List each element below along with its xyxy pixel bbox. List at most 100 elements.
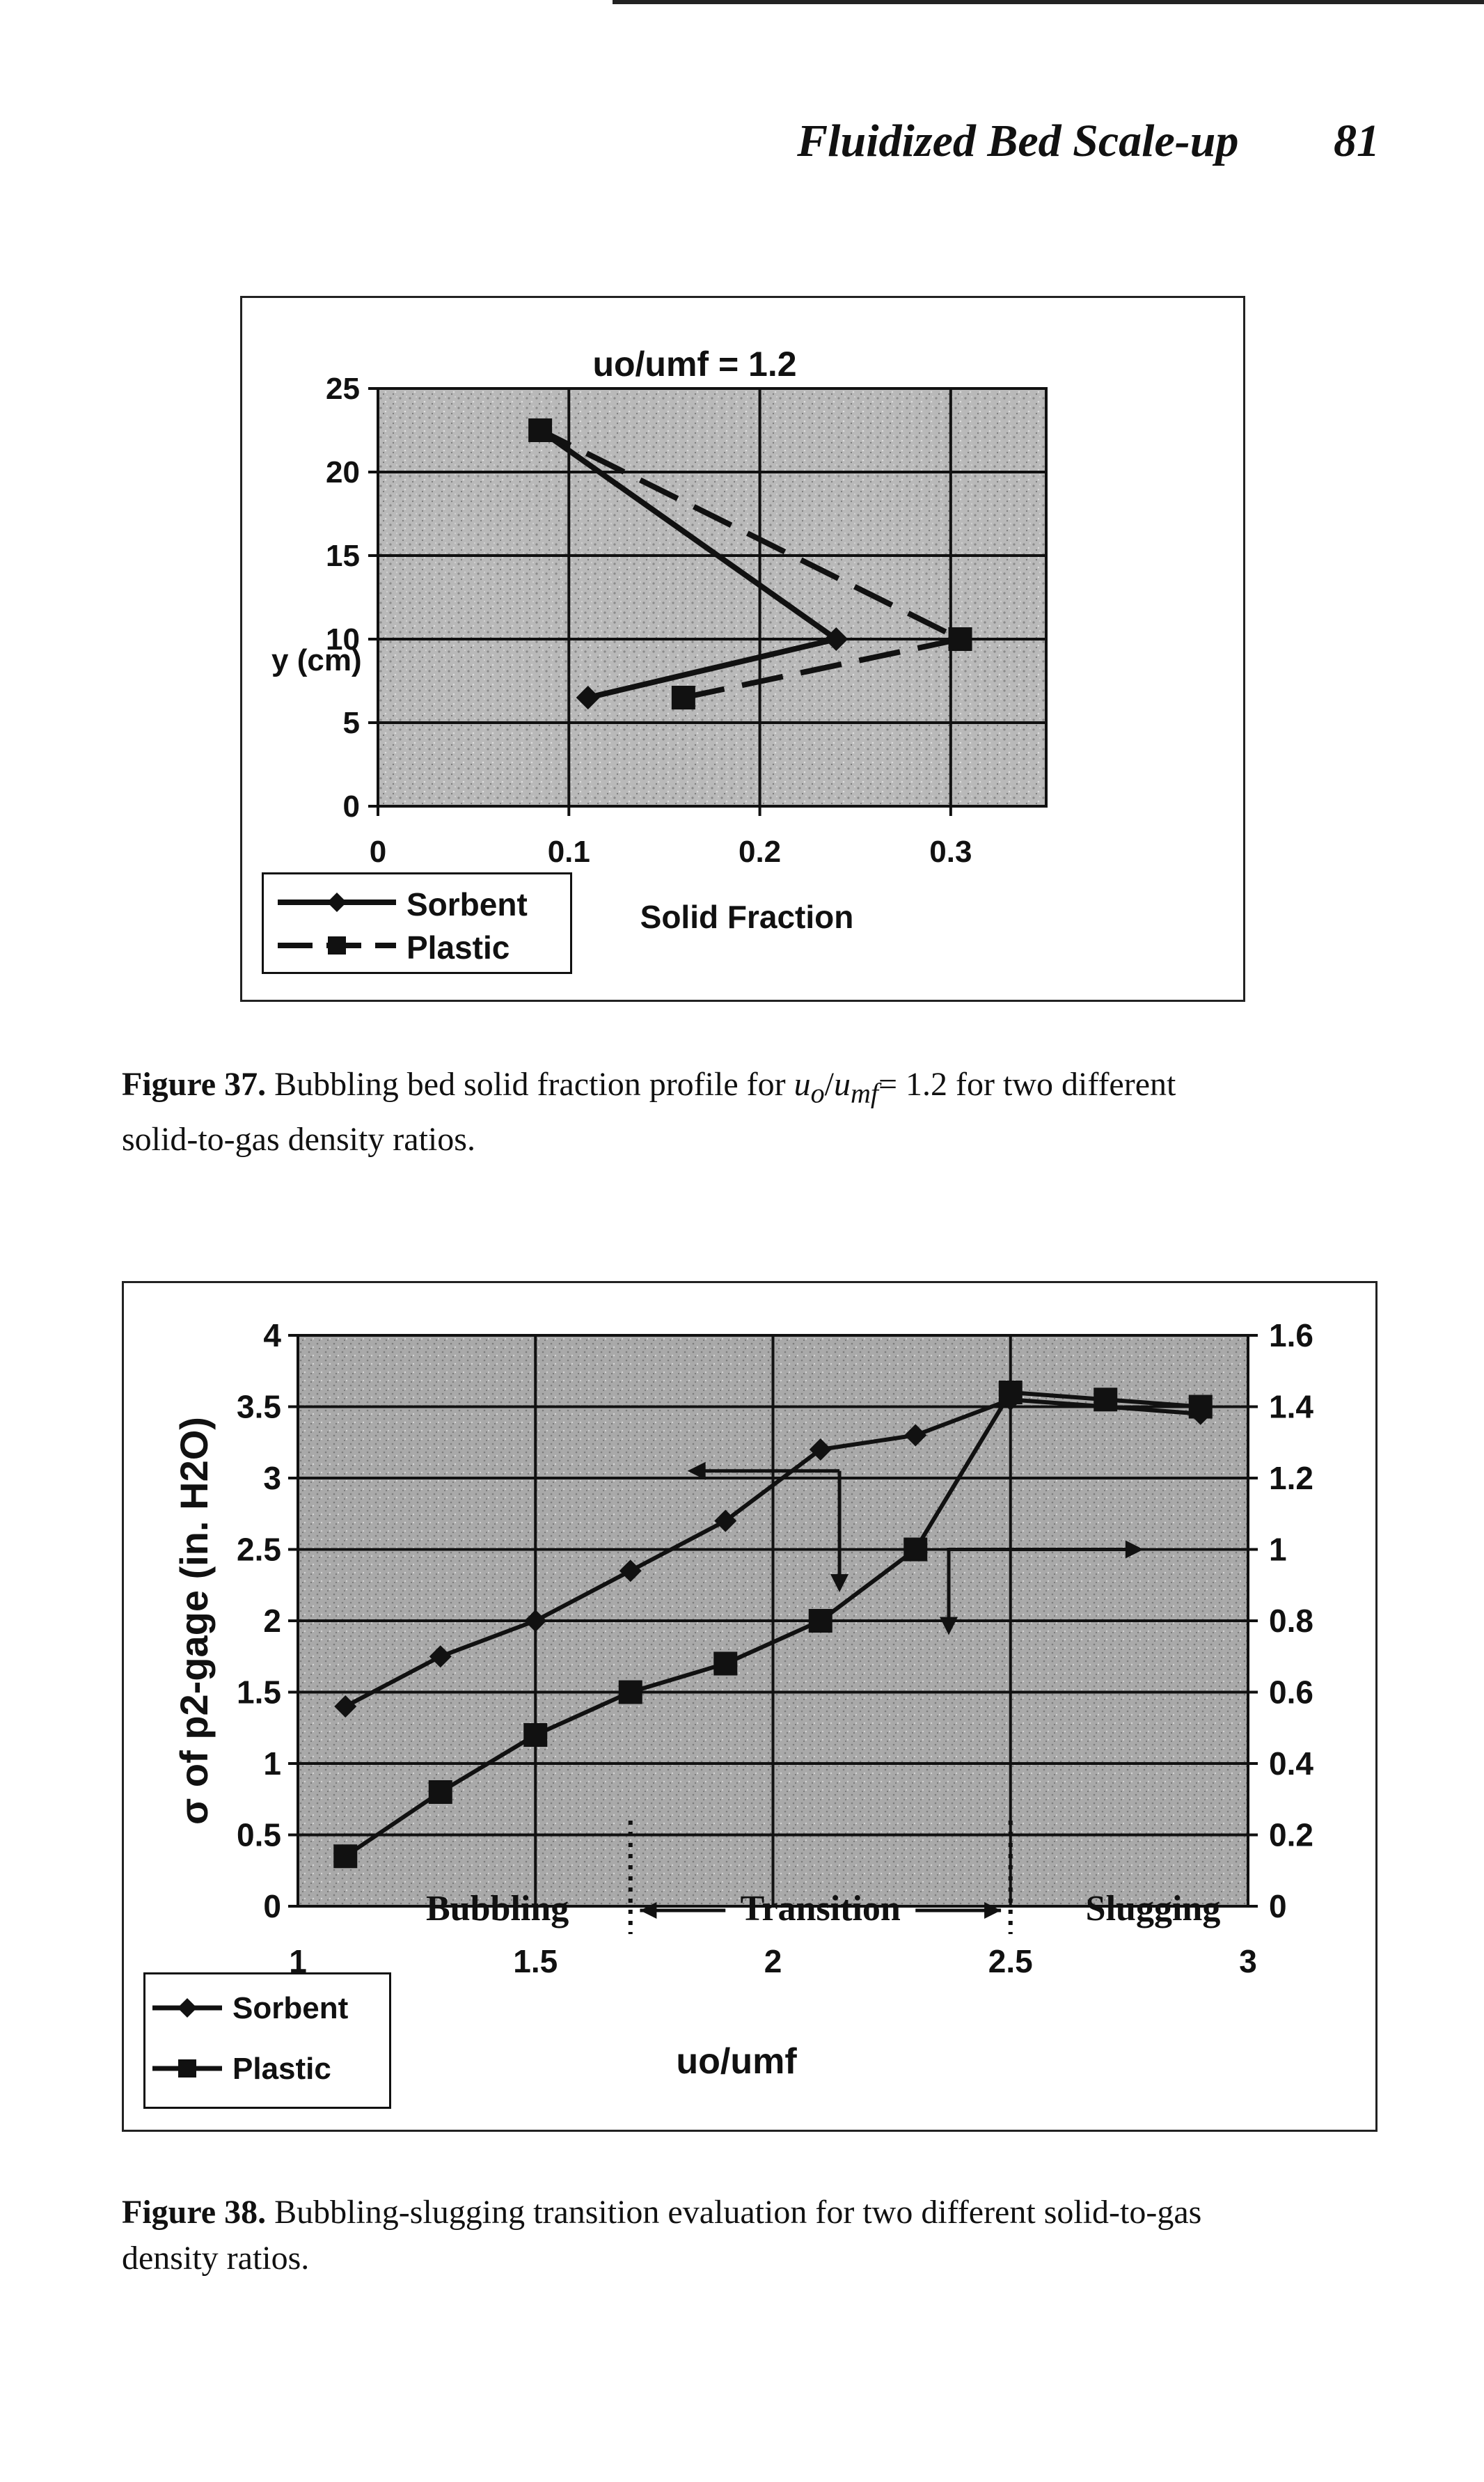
legend-sorbent-label: Sorbent — [232, 1991, 349, 2025]
series-line-plastic — [539, 427, 969, 700]
y2-tick-label: 0.6 — [1269, 1674, 1313, 1711]
y-axis-label: y (cm) — [271, 643, 362, 677]
axis-arrowhead — [1125, 1540, 1144, 1559]
caption-37-part3: solid-to-gas density ratios. — [122, 1120, 475, 1158]
y2-tick-label: 1.6 — [1269, 1317, 1313, 1353]
point-plastic — [428, 1780, 452, 1804]
caption-37-part2: = 1.2 for two different — [878, 1066, 1176, 1103]
x-axis-label: Solid Fraction — [640, 899, 854, 935]
figure-38-chart: Bubbling Transition Slugging 00.511.522.53… — [172, 1317, 1313, 2082]
y-tick-label: 1.5 — [237, 1674, 281, 1711]
point-sorbent — [429, 1645, 452, 1668]
legend: Sorbent Plastic — [262, 872, 572, 974]
y-tick-label: 10 — [326, 622, 360, 657]
regime-arrowhead — [640, 1902, 657, 1919]
axis-arrow-right — [947, 1548, 1130, 1628]
axes — [368, 387, 1048, 816]
figure-37-caption: Figure 37. Bubbling bed solid fraction p… — [122, 1062, 1375, 1163]
point-plastic — [713, 1651, 738, 1676]
x-tick-label: 0.2 — [739, 835, 781, 869]
y-tick-label: 0.5 — [237, 1817, 281, 1853]
axis-text: 00.511.522.533.5400.20.40.60.811.21.41.6… — [172, 1317, 1313, 2082]
regime-label: Transition — [741, 1889, 901, 1929]
legend: Sorbent Plastic — [143, 1972, 391, 2109]
regime-label: Bubbling — [426, 1889, 569, 1929]
point-plastic — [998, 1381, 1023, 1404]
y-tick-label: 2.5 — [237, 1532, 281, 1568]
plot-border — [377, 387, 1048, 808]
regime-label: Slugging — [1086, 1889, 1221, 1929]
point-sorbent — [619, 1560, 642, 1582]
y-tick-label: 5 — [343, 706, 360, 740]
legend-sorbent-swatch — [278, 893, 396, 912]
y2-tick-label: 1.2 — [1269, 1460, 1313, 1496]
y-tick-label: 20 — [326, 455, 360, 489]
caption-37-var-u2: u — [833, 1066, 851, 1103]
y2-tick-label: 0 — [1269, 1888, 1287, 1924]
y2-tick-label: 0.2 — [1269, 1817, 1313, 1853]
legend-plastic-label: Plastic — [406, 929, 510, 966]
y-tick-label: 3.5 — [237, 1389, 281, 1425]
legend-plastic-label: Plastic — [232, 2052, 331, 2086]
running-header: Fluidized Bed Scale-up 81 — [797, 115, 1380, 168]
point-plastic — [671, 686, 695, 709]
point-sorbent — [714, 1509, 737, 1532]
y-tick-label: 0 — [263, 1888, 281, 1924]
point-sorbent — [904, 1424, 927, 1447]
point-sorbent — [809, 1438, 832, 1461]
caption-38-part2: density ratios. — [122, 2240, 310, 2277]
legend-plastic-swatch — [152, 2059, 222, 2078]
regime-arrowhead — [984, 1902, 1002, 1919]
point-sorbent — [334, 1695, 357, 1718]
x-tick-label: 0.1 — [548, 835, 590, 869]
series-line-plastic — [344, 1390, 1201, 1858]
legend-sorbent-label: Sorbent — [406, 886, 528, 922]
chart-title: uo/umf = 1.2 — [592, 345, 796, 384]
axis-arrowhead — [830, 1574, 849, 1592]
y-tick-label: 25 — [326, 372, 360, 406]
point-plastic — [1094, 1388, 1118, 1412]
axes — [288, 1334, 1258, 1908]
caption-38-part1: Bubbling-slugging transition evaluation … — [266, 2194, 1202, 2231]
x-tick-label: 0.3 — [929, 835, 972, 869]
y-axis-label: σ of p2-gage (in. H2O) — [172, 1417, 216, 1825]
y2-tick-label: 1.4 — [1269, 1389, 1313, 1425]
figure-37-label: Figure 37. — [122, 1066, 267, 1103]
point-plastic — [903, 1537, 928, 1562]
point-sorbent — [524, 1610, 547, 1632]
header-title: Fluidized Bed Scale-up — [797, 116, 1239, 166]
page-number: 81 — [1334, 116, 1380, 166]
y-tick-label: 3 — [263, 1460, 281, 1496]
point-plastic — [333, 1844, 358, 1869]
caption-37-var-u: u — [794, 1066, 811, 1103]
series-group — [528, 418, 972, 709]
figure-38-caption: Figure 38. Bubbling-slugging transition … — [122, 2190, 1375, 2281]
axis-arrowhead — [940, 1617, 958, 1635]
caption-37-sub-mf: mf — [850, 1077, 878, 1109]
y-tick-label: 4 — [263, 1317, 281, 1353]
x-tick-label: 2.5 — [988, 1943, 1033, 1979]
caption-37-sub-o: o — [810, 1077, 825, 1109]
point-plastic — [528, 418, 553, 442]
figure-37-chart: 0 5 10 15 20 25 0 0.1 0.2 0.3 y (cm) Solid Fraction… — [271, 345, 1048, 935]
axis-text: 0 5 10 15 20 25 0 0.1 0.2 0.3 y (cm) Solid Fraction… — [271, 345, 972, 935]
series-group — [333, 1381, 1213, 1869]
point-plastic — [948, 627, 972, 651]
point-plastic — [1188, 1395, 1213, 1419]
top-rule — [613, 0, 1484, 4]
regime-annotations: Bubbling Transition Slugging — [426, 1461, 1221, 1934]
figure-38-label: Figure 38. — [122, 2194, 267, 2231]
x-tick-label: 2 — [764, 1943, 782, 1979]
y-tick-label: 0 — [343, 790, 360, 824]
x-axis-label: uo/umf — [676, 2041, 797, 2082]
caption-37-slash: / — [824, 1066, 834, 1103]
point-sorbent — [824, 627, 848, 651]
x-tick-label: 3 — [1239, 1943, 1257, 1979]
y-tick-label: 15 — [326, 539, 360, 573]
point-plastic — [618, 1680, 642, 1704]
x-tick-label: 0 — [370, 835, 386, 869]
point-plastic — [808, 1609, 832, 1633]
axis-arrowhead — [687, 1461, 706, 1480]
y2-tick-label: 0.4 — [1269, 1745, 1313, 1782]
point-sorbent — [576, 686, 600, 709]
